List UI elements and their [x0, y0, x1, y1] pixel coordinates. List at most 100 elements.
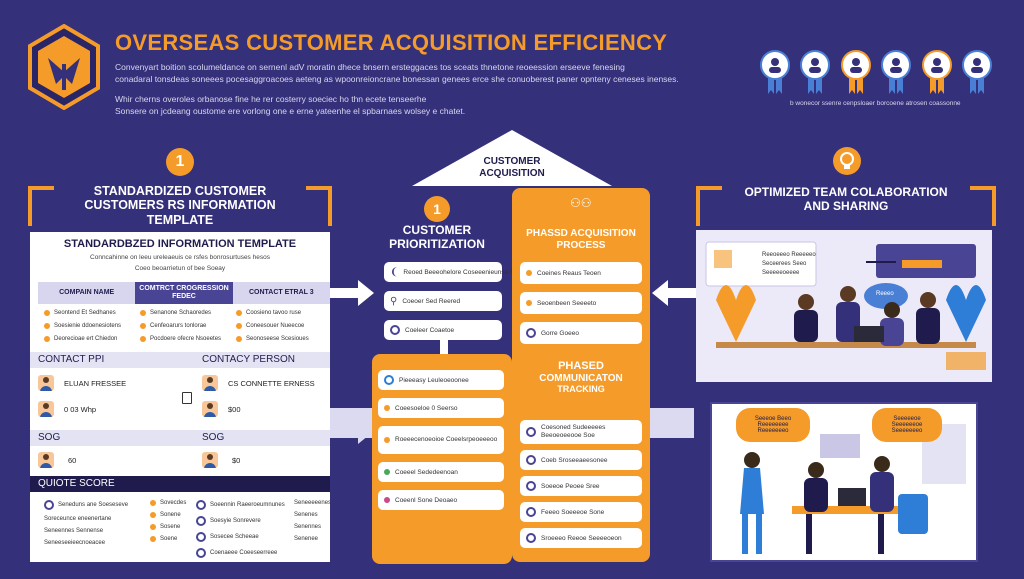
quote-column: Seneduns ane Soeseseve Soreceunce eneene…: [44, 500, 144, 546]
list-item: Sonene: [150, 512, 190, 518]
list-item: Seoenbeen Seeeeto: [520, 292, 642, 314]
list-item: Coeesoeloe 0 Seerso: [378, 398, 504, 418]
list-item: Pocdoere ofecre Nsoeetes: [140, 336, 230, 342]
phased-acquisition-title: PHASSD ACQUISITION PROCESS: [526, 228, 636, 251]
prioritization-detail-list: Pieeeasy Leuleoeoonee Coeesoeloe 0 Seers…: [378, 370, 504, 510]
screen-text: Reeoeeeo Reeeeeo Seceerees Seeo Seeeeeoe…: [762, 252, 816, 276]
list-item: Sosecee Scheeae: [196, 532, 286, 542]
quote-score-bar: QUIOTE SCORE: [30, 476, 330, 492]
user-badge-icon: [921, 50, 952, 94]
score-value: $0: [232, 455, 241, 465]
ribbon-badge-icon: [881, 50, 912, 94]
phased-process-column: [512, 188, 650, 562]
avatar: [202, 452, 218, 468]
panel-subtitle: Coeo beoarrietun of bee Soeay: [134, 265, 226, 272]
list-item: Seneeeeenes: [294, 500, 332, 506]
panel-subtitle: Conncahinne on leeu ureleaeuis ce rsfes …: [90, 254, 270, 261]
document-badge-icon: [800, 50, 831, 94]
avatar: [38, 452, 54, 468]
collaboration-title: OPTIMIZED TEAM COLABORATION AND SHARING: [744, 185, 948, 213]
list-item: ⚲Coeoer Sed Reered: [384, 291, 502, 311]
list-item: Sovecdes: [150, 500, 190, 506]
connector-band: [650, 408, 694, 438]
avatar: [202, 401, 218, 417]
document-icon: [182, 392, 192, 404]
badges-caption: b wonecor ssenre cenpsloaer borcoene atr…: [790, 100, 961, 107]
step-number-badge: 1: [166, 148, 194, 176]
header-description-line: Convenyart boition scolumeldance on sern…: [115, 62, 625, 72]
quote-column: Sovecdes Sonene Sosene Soene: [150, 500, 190, 542]
list-item: Coeleer Coaetoe: [384, 320, 502, 340]
column-header: COMTRCT CROGRESSION FEDEC: [135, 282, 233, 304]
list-item: Feeeo Soeeeoe Sone: [520, 502, 642, 522]
score-row: $0: [202, 452, 240, 468]
list-item: Sosene: [150, 524, 190, 530]
arrow-right-icon: [330, 280, 374, 306]
tracking-title: PHASED COMMUNICATON TRACKING: [539, 360, 623, 395]
list-item: Senennes: [294, 524, 322, 530]
contact-value: $00: [228, 404, 241, 414]
list-item: Senenes: [294, 512, 318, 518]
step-number-badge: 1: [424, 196, 450, 222]
list-item: Roeeecenoeoioe Coeelsrpeoeeeoo: [378, 426, 504, 454]
prioritization-title: CUSTOMER PRIORITIZATION: [389, 223, 485, 251]
list-item: Coeeel Sededeenoan: [378, 462, 504, 482]
list-item: Seneeseeieecnoeacee: [44, 540, 106, 546]
prioritization-list: ❨Reoed Beeeohelore Coseeenieunse Reree ⚲…: [384, 262, 528, 340]
list-item: Seonoseese Scesioues: [236, 336, 326, 342]
list-item: Coeenl Sone Deoaeo: [378, 490, 504, 510]
roof-shape: [412, 130, 612, 186]
badge-row: [760, 50, 992, 96]
globe-badge-icon: [961, 50, 992, 94]
score-value: 60: [68, 455, 77, 465]
template-column: Senanone Schaoredes Cenfeoarurs tonlorae…: [140, 310, 230, 342]
contact-value: 0 03 Whp: [64, 404, 97, 414]
section-title-template: STANDARDIZED CUSTOMER CUSTOMERS RS INFOR…: [84, 184, 276, 227]
list-item: Deorecioae ert Chiedon: [44, 336, 134, 342]
connector-band: [330, 408, 372, 438]
list-item: Senanone Schaoredes: [140, 310, 230, 316]
list-item: Seontend Et Sedhanes: [44, 310, 134, 316]
quote-score-label: QUIOTE SCORE: [38, 478, 115, 489]
bracket-corner: [970, 186, 996, 226]
column-header: CONTACT ETRAL 3: [232, 282, 330, 304]
avatar: [38, 401, 54, 417]
team-badge-icon: [840, 50, 871, 94]
template-column: Coosieno tavoo ruse Coneesouer Nueecoe S…: [236, 310, 326, 342]
list-item: Soesienie ddoenesiotens: [44, 323, 134, 329]
contact-name: ELUAN FRESSEE: [64, 378, 127, 388]
lightbulb-icon: [833, 147, 861, 175]
panel-title: STANDARDBZED INFORMATION TEMPLATE: [63, 238, 297, 250]
list-item: Gorre Goeeo: [520, 322, 642, 344]
page-title: OVERSEAS CUSTOMER ACQUISITION EFFICIENCY: [115, 30, 668, 55]
tracking-list: Coesoned Sudeeeees Beeoeoeeooe Soe Coeb …: [520, 420, 642, 548]
speech-bubble: Seeeeeoe Seeeeeeoe Seeeeeeeo: [872, 408, 942, 442]
team-meeting-illustration: [696, 230, 992, 382]
list-item: Coeines Reaus Teoen: [520, 262, 642, 284]
list-item: Seneennes Sennense: [44, 528, 104, 534]
score-row: 60: [38, 452, 76, 468]
header-description-line: Whir cherns overoles orbanose fine he re…: [115, 94, 427, 104]
avatar: [202, 375, 218, 391]
list-item: Soeennin Raeeroeumnunes: [196, 500, 286, 510]
list-item: Cenfeoarurs tonlorae: [140, 323, 230, 329]
users-icon: ⚇⚇: [570, 196, 592, 210]
person-badge-icon: [760, 50, 790, 94]
list-item: Coneesouer Nueecoe: [236, 323, 326, 329]
search-icon: ⚲: [390, 295, 398, 307]
chevron-icon: ❨: [390, 266, 399, 278]
header-description-line: Sonsere on jcdeang oustome ere vorlong o…: [115, 106, 466, 116]
list-item: Coeb Sroseeaeesonee: [520, 450, 642, 470]
quote-column: Seneeeeenes Senenes Senennes Senenee: [294, 500, 332, 542]
quote-column: Soeennin Raeeroeumnunes Soesyie Sonrever…: [196, 500, 286, 558]
list-item: Soreceunce eneenertane: [44, 516, 112, 522]
template-column: Seontend Et Sedhanes Soesienie ddoenesio…: [44, 310, 134, 342]
contact-list: ELUAN FRESSEE 0 03 Whp: [38, 375, 126, 417]
contact-bar-label: CONTACT PPI: [38, 354, 105, 365]
hexagon-logo-icon: [28, 24, 100, 110]
avatar: [38, 375, 54, 391]
arrow-left-icon: [652, 280, 696, 306]
list-item: Coesoned Sudeeeees Beeoeoeeooe Soe: [520, 420, 642, 444]
contact-bar: CONTACT PPI CONTACY PERSON: [30, 352, 330, 368]
column-header: COMPAIN NAME: [38, 282, 136, 304]
